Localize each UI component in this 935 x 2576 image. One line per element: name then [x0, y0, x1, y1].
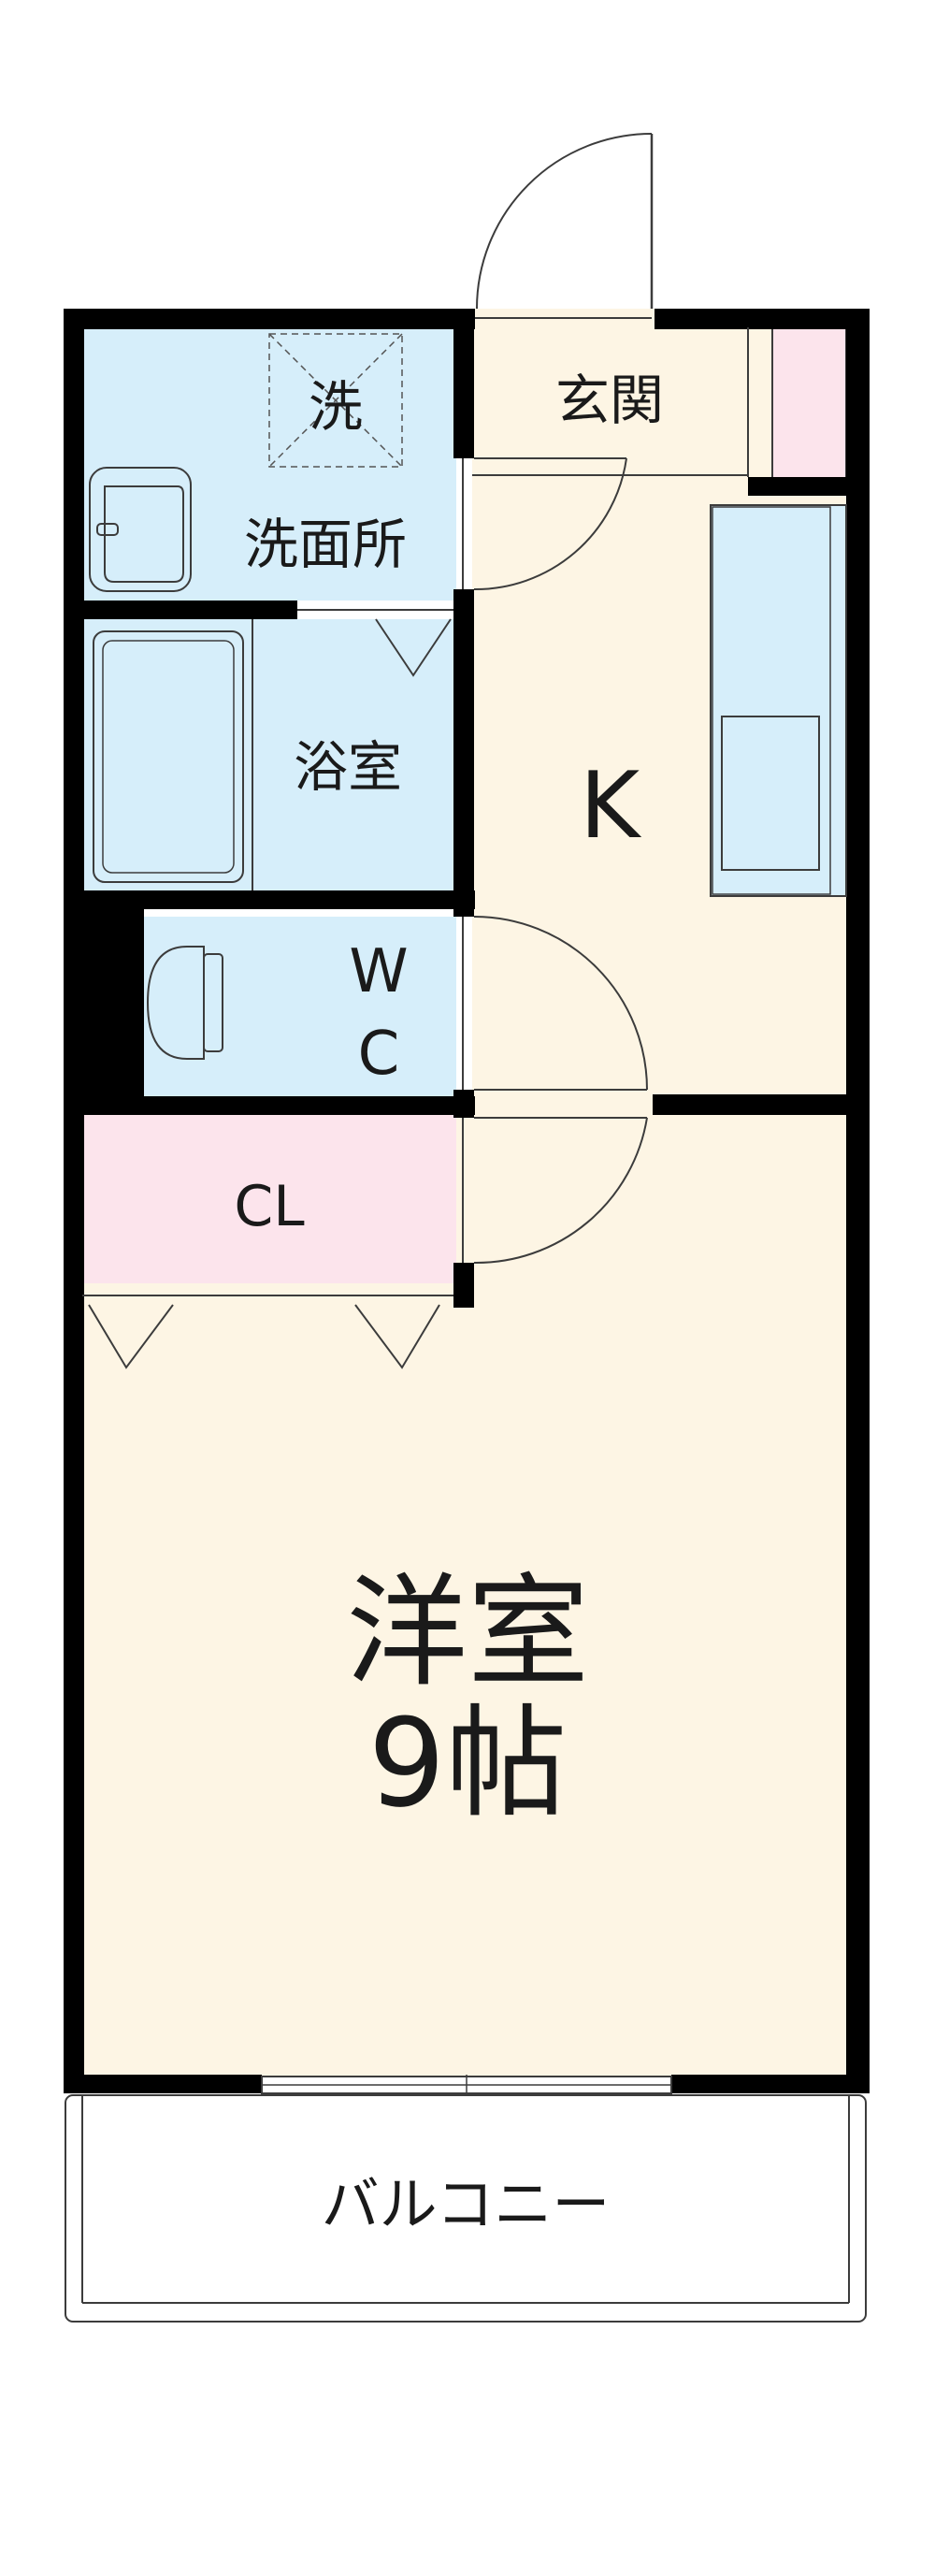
entrance-label: 玄関 — [555, 369, 664, 432]
wall-central-4 — [453, 1263, 474, 1308]
wc-label-w: W — [349, 937, 408, 1006]
kitchen-label: K — [580, 753, 642, 860]
washroom-label: 洗面所 — [244, 513, 407, 576]
kitchen-counter-edge — [712, 506, 831, 895]
wall-top-left — [64, 309, 475, 329]
wc-door-swing — [473, 916, 648, 1091]
closet-floor — [82, 1113, 456, 1283]
washing-machine-space — [268, 333, 403, 468]
wall-wc-left-block — [64, 893, 144, 1113]
balcony-outline — [65, 2094, 867, 2323]
toilet-tank — [203, 953, 223, 1052]
wash-basin-bowl — [104, 485, 184, 583]
washing-machine-cross — [268, 333, 403, 468]
closet-folding-door-right — [354, 1304, 440, 1369]
wall-washroom-bath — [64, 601, 297, 619]
kitchen-sink — [721, 716, 820, 871]
toilet-icon — [146, 946, 205, 1060]
bathtub-inner — [102, 640, 235, 874]
laundry-label: 洗 — [309, 375, 363, 439]
entrance-floor — [472, 327, 748, 477]
shoe-cabinet — [771, 326, 847, 483]
wall-bath-wc — [64, 890, 475, 909]
washroom-door-swing — [473, 457, 627, 591]
western-room-label: 洋室 — [346, 1561, 589, 1703]
wall-left — [64, 309, 84, 2091]
wall-kitchen-bedroom — [653, 1094, 870, 1115]
bedroom-door-swing — [473, 1117, 648, 1265]
wall-central — [453, 309, 474, 458]
wall-bottom-right — [671, 2075, 870, 2093]
wall-entrance-cabinet — [748, 477, 870, 496]
wall-bottom-left — [64, 2075, 262, 2093]
wall-top-right — [654, 309, 870, 329]
wc-label-c: C — [358, 1020, 400, 1089]
entrance-door-swing — [476, 133, 653, 310]
kitchen-counter — [710, 504, 847, 897]
wash-basin-tap — [96, 523, 119, 536]
closet-folding-door-left — [88, 1304, 174, 1369]
bath-label: 浴室 — [294, 735, 402, 799]
wall-central-2 — [453, 589, 474, 917]
bath-folding-door — [375, 618, 452, 677]
kitchen-lower-floor — [472, 898, 846, 1113]
wall-wc-closet — [64, 1096, 475, 1115]
wash-basin-icon — [89, 467, 192, 592]
western-room-size: 9帖 — [368, 1692, 568, 1834]
closet-label: CL — [234, 1174, 305, 1239]
bathtub-icon — [93, 630, 244, 883]
wall-right — [846, 309, 870, 2091]
balcony-label: バルコニー — [322, 2170, 611, 2238]
